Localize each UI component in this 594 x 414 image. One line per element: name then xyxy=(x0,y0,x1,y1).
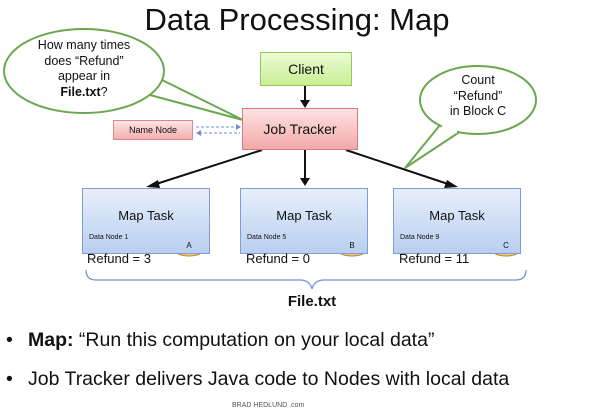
page-title: Data Processing: Map xyxy=(144,2,450,37)
refund-count-1: Refund = 3 xyxy=(87,251,151,266)
left-bubble-text: How many times does “Refund” appear in F… xyxy=(22,38,146,100)
block-c-label: C xyxy=(503,241,509,250)
block-a-label: A xyxy=(186,241,192,250)
dashed-arrow-to-namenode-head xyxy=(196,130,201,136)
arrow-to-task-3 xyxy=(345,149,452,186)
file-label: File.txt xyxy=(287,293,337,310)
bullet-job-tracker: • Job Tracker delivers Java code to Nodes… xyxy=(6,368,509,391)
arrow-to-task-1 xyxy=(152,149,263,186)
map-task-3[interactable]: Map Task Data Node 9 xyxy=(393,188,521,254)
left-bubble-file-name: File.txt xyxy=(60,84,101,99)
arrow-to-task-1-head xyxy=(146,180,160,188)
right-bubble-join xyxy=(441,124,458,134)
bullet-text: Job Tracker delivers Java code to Nodes … xyxy=(28,368,510,390)
map-task-label: Map Task xyxy=(429,208,485,223)
map-task-label: Map Task xyxy=(118,208,174,223)
map-task-label: Map Task xyxy=(276,208,332,223)
name-node[interactable]: Name Node xyxy=(113,120,193,140)
left-bubble-body xyxy=(3,28,165,114)
right-bubble-text: Count “Refund” in Block C xyxy=(428,73,528,120)
block-b-label: B xyxy=(349,241,355,250)
left-bubble-tail xyxy=(148,73,244,121)
map-task-1[interactable]: Map Task Data Node 1 xyxy=(82,188,210,254)
left-bubble-line-1: How many times xyxy=(37,38,131,52)
data-node-label: Data Node 1 xyxy=(89,234,129,241)
data-node-label: Data Node 9 xyxy=(400,234,440,241)
refund-count-3: Refund = 11 xyxy=(399,251,470,266)
bullet-bold-term: Map: xyxy=(28,329,74,351)
client-node[interactable]: Client xyxy=(260,52,352,86)
left-bubble-question-mark: ? xyxy=(100,84,108,99)
right-speech-bubble xyxy=(404,65,537,169)
refund-count-2: Refund = 0 xyxy=(246,251,310,266)
job-tracker-node[interactable]: Job Tracker xyxy=(242,108,358,150)
dashed-arrow-to-jobtracker-head xyxy=(236,124,241,130)
file-brace xyxy=(85,269,527,290)
bullet-text: “Run this computation on your local data… xyxy=(73,329,435,351)
arrow-to-task-2-head xyxy=(300,178,310,186)
bullet-dot: • xyxy=(6,368,13,390)
right-bubble-line-3: in Block C xyxy=(449,104,507,118)
arrow-to-task-3-head xyxy=(444,180,458,188)
credit-text: BRAD HEDLUND .com xyxy=(232,402,305,409)
left-bubble-line-2: does “Refund” xyxy=(44,53,124,68)
left-speech-bubble xyxy=(3,28,244,121)
right-bubble-line-1: Count xyxy=(461,73,495,87)
data-node-label: Data Node 5 xyxy=(247,234,287,241)
left-bubble-line-3: appear in xyxy=(57,69,111,83)
arrow-client-to-jobtracker-head xyxy=(300,100,310,108)
left-bubble-join xyxy=(147,78,158,94)
right-bubble-body xyxy=(419,65,537,135)
left-bubble-line-4: File.txt? xyxy=(22,85,146,101)
right-bubble-tail xyxy=(404,123,461,169)
bullet-map: • Map: “Run this computation on your loca… xyxy=(6,329,434,352)
map-task-2[interactable]: Map Task Data Node 5 xyxy=(240,188,368,254)
bullet-dot: • xyxy=(6,329,13,351)
right-bubble-line-2: “Refund” xyxy=(453,88,503,103)
